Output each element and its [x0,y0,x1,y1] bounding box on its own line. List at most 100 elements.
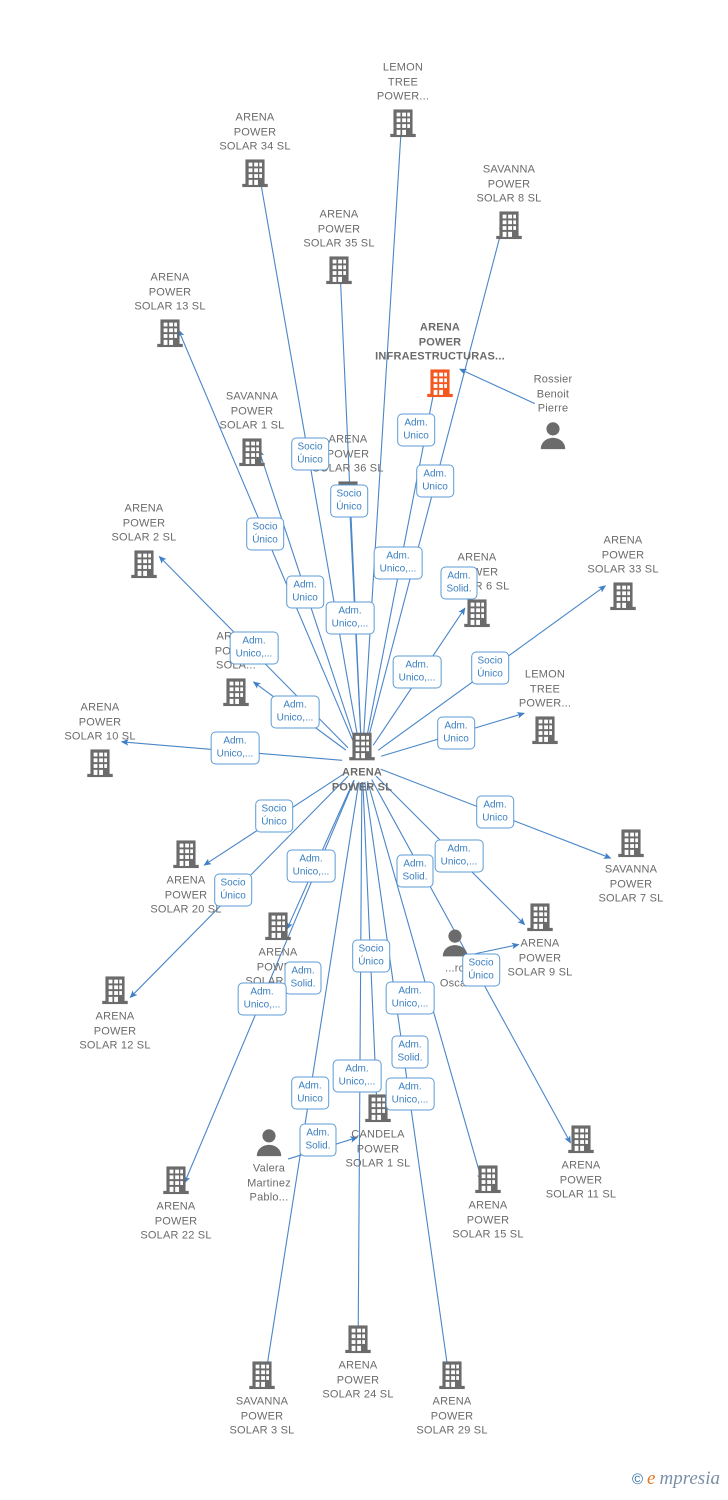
node-label: Rossier Benoit Pierre [533,373,573,415]
relation-badge[interactable]: Socio Único [291,437,329,471]
node-label: Valera Martinez Pablo... [247,1162,291,1204]
relation-badge[interactable]: Adm. Solid. [299,1123,337,1157]
relation-badge[interactable]: Adm. Unico [397,413,435,447]
node-sav3[interactable]: SAVANNA POWER SOLAR 3 SL [197,1358,327,1438]
relation-badge[interactable]: Socio Único [471,651,509,685]
node-sol34[interactable]: ARENA POWER SOLAR 34 SL [190,110,320,190]
node-sol22[interactable]: ARENA POWER SOLAR 22 SL [111,1163,241,1243]
copyright-symbol: © [631,1470,644,1488]
node-label: ARENA POWER SOLAR 33 SL [587,534,659,576]
node-sol24[interactable]: ARENA POWER SOLAR 24 SL [293,1322,423,1402]
node-label: ARENA POWER SOLAR 35 SL [303,208,375,250]
relation-badge[interactable]: Adm. Unico,... [286,849,336,883]
building-icon [528,713,562,747]
node-label: ARENA POWER SOLAR 24 SL [322,1359,394,1401]
node-sol20[interactable]: ARENA POWER SOLAR 20 SL [121,837,251,917]
building-icon [159,1163,193,1197]
relation-badge[interactable]: Socio Único [330,484,368,518]
relation-badge[interactable]: Adm. Unico [437,716,475,750]
building-icon [98,973,132,1007]
building-icon [614,826,648,860]
building-icon [423,366,457,400]
node-sol35[interactable]: ARENA POWER SOLAR 35 SL [274,207,404,287]
node-label: ARENA POWER SOLAR 13 SL [134,271,206,313]
relation-badge[interactable]: Adm. Solid. [284,961,322,995]
building-icon [169,837,203,871]
node-label: ARENA POWER SOLAR 11 SL [545,1159,617,1201]
node-label: ARENA POWER SOLAR 22 SL [140,1200,212,1242]
building-icon [238,156,272,190]
relation-badge[interactable]: Socio Único [246,517,284,551]
building-icon [492,208,526,242]
node-sol12[interactable]: ARENA POWER SOLAR 12 SL [50,973,180,1053]
node-sol10[interactable]: ARENA POWER SOLAR 10 SL [35,700,165,780]
node-label: LEMON TREE POWER... [376,61,430,103]
node-oscar[interactable]: ...ro Oscar [390,926,520,991]
node-label: ARENA POWER SOLAR 9 SL [507,937,573,979]
node-sol15[interactable]: ARENA POWER SOLAR 15 SL [423,1162,553,1242]
building-icon [153,316,187,350]
relation-badge[interactable]: Socio Único [462,953,500,987]
building-icon [83,746,117,780]
node-label: ARENA POWER SL [331,766,393,794]
relation-badge[interactable]: Adm. Unico,... [373,546,423,580]
building-icon [386,106,420,140]
node-label: ARENA POWER SOLAR 29 SL [416,1395,488,1437]
relation-badge[interactable]: Adm. Solid. [396,854,434,888]
relation-badge[interactable]: Socio Único [214,873,252,907]
relation-badge[interactable]: Adm. Unico,... [270,695,320,729]
node-sol2[interactable]: ARENA POWER SOLAR 2 SL [79,501,209,581]
person-icon [536,418,570,452]
person-icon [252,1125,286,1159]
node-label: ARENA POWER SOLAR 2 SL [111,502,177,544]
relation-badge[interactable]: Adm. Unico [416,464,454,498]
node-sol13[interactable]: ARENA POWER SOLAR 13 SL [105,270,235,350]
person-icon [438,926,472,960]
building-icon [219,675,253,709]
relation-badge[interactable]: Adm. Unico,... [332,1059,382,1093]
building-icon [235,435,269,469]
relation-badge[interactable]: Socio Único [352,939,390,973]
node-sol33[interactable]: ARENA POWER SOLAR 33 SL [558,533,688,613]
relation-badge[interactable]: Adm. Unico,... [325,601,375,635]
relation-badge[interactable]: Adm. Unico [286,575,324,609]
node-lemon2[interactable]: LEMON TREE POWER... [480,667,610,747]
building-icon [471,1162,505,1196]
relation-badge[interactable]: Adm. Unico [476,795,514,829]
node-central[interactable]: ARENA POWER SL [297,730,427,795]
node-rossier[interactable]: Rossier Benoit Pierre [488,372,618,452]
node-sol29[interactable]: ARENA POWER SOLAR 29 SL [387,1358,517,1438]
node-sav7[interactable]: SAVANNA POWER SOLAR 7 SL [566,826,696,906]
relation-badge[interactable]: Adm. Unico [291,1076,329,1110]
node-label: SAVANNA POWER SOLAR 3 SL [229,1395,295,1437]
node-infra[interactable]: ARENA POWER INFRAESTRUCTURAS... [375,320,505,400]
building-icon [341,1322,375,1356]
node-candela[interactable]: CANDELA POWER SOLAR 1 SL [313,1091,443,1171]
node-label: ARENA POWER INFRAESTRUCTURAS... [375,321,505,363]
brand-initial: e [647,1468,656,1489]
node-solB[interactable]: ARENA POWER SOLAR... SL [213,909,343,989]
node-sol11[interactable]: ARENA POWER SOLAR 11 SL [516,1122,646,1202]
node-sol9[interactable]: ARENA POWER SOLAR 9 SL [475,900,605,980]
relation-badge[interactable]: Adm. Unico,... [237,982,287,1016]
relation-badge[interactable]: Adm. Solid. [391,1035,429,1069]
node-label: SAVANNA POWER SOLAR 1 SL [219,390,285,432]
building-icon [345,730,379,764]
relation-badge[interactable]: Adm. Unico,... [210,731,260,765]
relation-badge[interactable]: Adm. Unico,... [385,981,435,1015]
relation-badge[interactable]: Adm. Unico,... [229,631,279,665]
node-sav8[interactable]: SAVANNA POWER SOLAR 8 SL [444,162,574,242]
node-lemon1[interactable]: LEMON TREE POWER... [338,60,468,140]
relation-badge[interactable]: Adm. Unico,... [385,1077,435,1111]
node-valera[interactable]: Valera Martinez Pablo... [204,1125,334,1205]
relation-badge[interactable]: Socio Único [255,799,293,833]
node-label: ARENA POWER SOLAR 34 SL [219,111,291,153]
relation-badge[interactable]: Adm. Unico,... [434,839,484,873]
relation-badge[interactable]: Adm. Solid. [440,566,478,600]
node-label: LEMON TREE POWER... [518,668,572,710]
building-icon [606,579,640,613]
relation-badge[interactable]: Adm. Unico,... [392,655,442,689]
node-sav1[interactable]: SAVANNA POWER SOLAR 1 SL [187,389,317,469]
